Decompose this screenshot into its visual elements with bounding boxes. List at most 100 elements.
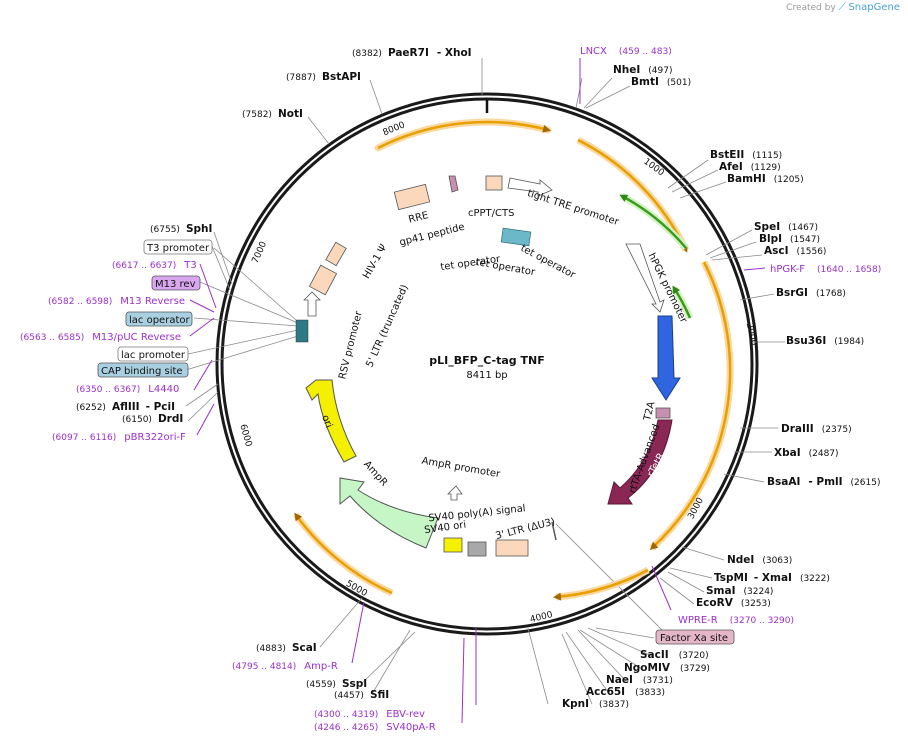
- tre-promoter-arrow: [507, 177, 553, 197]
- box-lac-operator: lac operator: [129, 315, 190, 326]
- enzyme-labels: (8382)PaeR7I- XhoI (7887)BstAPI (7582)No…: [76, 47, 880, 710]
- primer-amp-r: (4795 .. 4814)Amp-R: [232, 661, 338, 672]
- enzyme-draiii: DraIII(2375): [781, 423, 852, 435]
- enzyme-bmti: BmtI(501): [631, 76, 691, 88]
- plasmid-length: 8411 bp: [466, 370, 507, 381]
- 3ltr-marker: [551, 521, 557, 541]
- feature-connectors: [185, 247, 663, 631]
- primer-connectors: [189, 58, 766, 724]
- tick-6000: 6000: [237, 423, 253, 448]
- enzyme-drdi: (6150)DrdI: [122, 413, 183, 425]
- enzyme-paer7i: (8382)PaeR7I- XhoI: [352, 47, 472, 59]
- label-rre: RRE: [407, 210, 429, 226]
- label-ampr: AmpR: [361, 459, 389, 489]
- enzyme-tspmi: TspMI- XmaI(3222): [714, 572, 830, 584]
- ampr-promoter-arrow: [447, 485, 463, 501]
- enzyme-sphi: (6755)SphI: [150, 223, 212, 235]
- enzyme-ngomiv: NgoMIV(3729): [624, 662, 710, 674]
- label-sv40-polya: SV40 poly(A) signal: [428, 503, 526, 524]
- small-features-stack: [295, 319, 309, 343]
- primer-lncx: LNCX(459 .. 483): [580, 46, 672, 57]
- boxed-feature-labels: T3 promoter M13 rev lac operator lac pro…: [97, 239, 735, 645]
- snapgene-watermark: Created by ⟋ SnapGene: [786, 2, 900, 13]
- rtetr-arrow: [607, 419, 673, 505]
- label-cppt: cPPT/CTS: [468, 208, 514, 219]
- hpgk-promoter-arrow: [625, 243, 665, 313]
- label-hiv-psi: HIV-1 Ψ: [361, 243, 389, 281]
- gp41-box: [448, 175, 459, 193]
- box-factor-xa-site: Factor Xa site: [660, 633, 728, 644]
- primer-pbr322ori-f: (6097 .. 6116)pBR322ori-F: [52, 432, 186, 443]
- label-gp41: gp41 peptide: [398, 222, 465, 249]
- label-tre: tight TRE promoter: [526, 188, 621, 228]
- enzyme-ndei: NdeI(3063): [727, 554, 792, 566]
- primer-labels: LNCX(459 .. 483) hPGK-F(1640 .. 1658) WP…: [20, 46, 881, 733]
- snapgene-logo-icon: ⟋: [838, 2, 846, 13]
- ori-arrow: [305, 379, 357, 463]
- enzyme-kpni: KpnI(3837): [562, 698, 629, 710]
- enzyme-ecorv: EcoRV(3253): [696, 597, 771, 609]
- enzyme-bamhi: BamHI(1205): [727, 173, 804, 185]
- enzyme-nhei: NheI(497): [613, 64, 673, 76]
- green-features: [619, 192, 694, 320]
- ampr-arrow: [339, 477, 439, 549]
- enzyme-blpi: BlpI(1547): [759, 233, 820, 245]
- label-connectors: [185, 58, 785, 705]
- cppt-box: [485, 175, 503, 191]
- backbone-inner-ring: [220, 97, 754, 631]
- tagbfp-arrow: [651, 315, 681, 401]
- box-m13-rev: M13 rev: [155, 279, 196, 290]
- primer-t3: (6617 .. 6637)T3: [112, 260, 197, 271]
- t2a-box: [655, 407, 671, 419]
- enzyme-bsteii: BstEII(1115): [710, 149, 782, 161]
- primer-m13-puc-reverse: (6563 .. 6585)M13/pUC Reverse: [20, 332, 181, 343]
- enzyme-acc65i: Acc65I(3833): [586, 686, 665, 698]
- enzyme-bsaai: BsaAI- PmlI(2615): [767, 476, 880, 488]
- primer-l4440: (6350 .. 6367)L4440: [76, 384, 179, 395]
- primer-wpre-r: WPRE-R(3270 .. 3290): [678, 615, 794, 626]
- enzyme-asci: AscI(1556): [764, 245, 826, 257]
- label-3ltr: 3' LTR (ΔU3): [494, 517, 556, 542]
- 3ltr-box: [495, 539, 529, 557]
- enzyme-afei: AfeI(1129): [719, 161, 781, 173]
- watermark-brand: SnapGene: [848, 2, 900, 13]
- label-ampr-promoter: AmpR promoter: [421, 456, 502, 481]
- plasmid-name: pLI_BFP_C-tag TNF: [429, 354, 544, 367]
- inner-features: [295, 175, 681, 557]
- enzyme-spei: SpeI(1467): [754, 221, 818, 233]
- primer-hpgk-f: hPGK-F(1640 .. 1658): [770, 264, 881, 275]
- enzyme-smai: SmaI(3224): [706, 585, 773, 597]
- watermark-created-by: Created by: [786, 3, 836, 13]
- sv40-ori-box: [467, 541, 487, 557]
- enzyme-afliii: (6252)AflIII- PciI: [76, 401, 175, 413]
- label-t2a: T2A: [642, 400, 658, 423]
- label-ori: ori: [319, 413, 334, 429]
- primer-sv40pa-r: (4246 .. 4265)SV40pA-R: [314, 722, 436, 733]
- sv40-polya-box: [443, 537, 463, 553]
- box-t3-promoter: T3 promoter: [146, 243, 210, 254]
- enzyme-sacii: SacII(3720): [640, 649, 709, 661]
- enzyme-noti: (7582)NotI: [242, 108, 303, 120]
- tick-7000: 7000: [251, 240, 270, 265]
- enzyme-bstapi: (7887)BstAPI: [286, 71, 361, 83]
- enzyme-xbai: XbaI(2487): [774, 447, 839, 459]
- enzyme-bsrgi: BsrGI(1768): [776, 287, 846, 299]
- enzyme-scai: (4883)ScaI: [256, 642, 317, 654]
- label-tet-op-3: tet operator: [475, 257, 537, 278]
- enzyme-sfii: (4457)SfiI: [334, 689, 389, 701]
- 5ltr-box: [325, 241, 347, 267]
- primer-ebv-rev: (4300 .. 4319)EBV-rev: [314, 709, 425, 720]
- label-5ltr: 5' LTR (truncated): [364, 283, 410, 369]
- rre-box: [393, 183, 431, 211]
- tet-operator-blocks: [500, 227, 532, 247]
- label-tagbfp: TagBFP: [676, 343, 691, 381]
- enzyme-naei: NaeI(3731): [606, 674, 673, 686]
- backbone-outer-ring: [215, 92, 759, 636]
- box-lac-promoter: lac promoter: [121, 350, 186, 361]
- hiv-psi-box: [308, 264, 338, 296]
- enzyme-bsu36i: Bsu36I(1984): [786, 335, 864, 347]
- tick-2000: 2000: [744, 322, 759, 347]
- label-rsv-promoter: RSV promoter: [337, 309, 365, 380]
- rsv-promoter-arrow: [303, 291, 321, 317]
